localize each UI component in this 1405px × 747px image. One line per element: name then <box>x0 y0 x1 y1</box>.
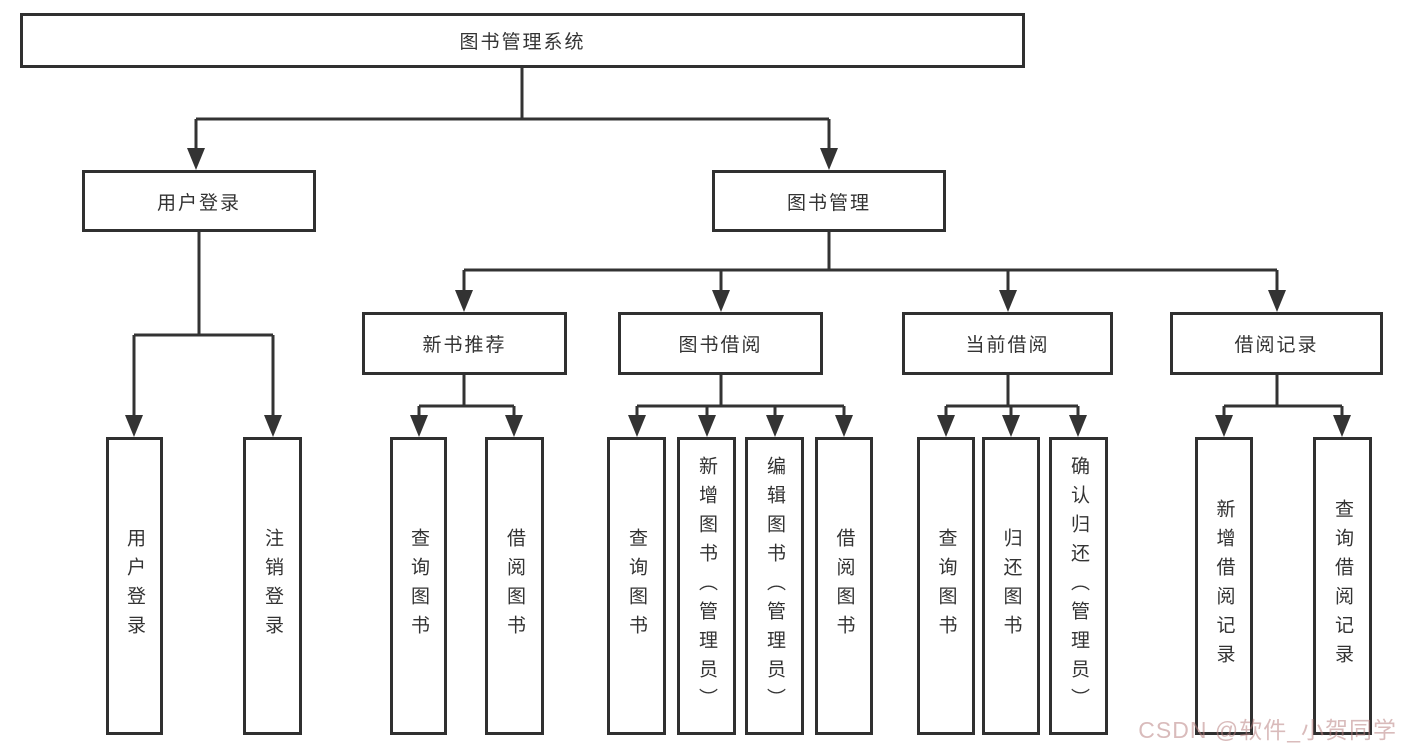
node-label: 查询图书 <box>626 528 647 644</box>
node-label: 用户登录 <box>156 192 241 214</box>
leaf-edit-books-admin: 编辑图书（管理员） <box>745 437 804 735</box>
node-label: 用户登录 <box>124 528 145 644</box>
leaf-query-books-rec: 查询图书 <box>390 437 447 735</box>
node-label: 归还图书 <box>1000 528 1022 644</box>
connector-current-to-leaves <box>944 375 1080 420</box>
node-label: 编辑图书（管理员） <box>764 455 785 717</box>
leaf-query-books-borrow: 查询图书 <box>607 437 666 735</box>
connector-records-to-leaves <box>1222 375 1344 420</box>
node-borrowing-records: 借阅记录 <box>1170 312 1383 375</box>
node-library-management-system: 图书管理系统 <box>20 13 1025 68</box>
node-label: 借阅记录 <box>1234 335 1319 356</box>
node-label: 注销登录 <box>262 528 283 644</box>
node-label: 查询图书 <box>408 528 429 644</box>
node-label: 确认归还（管理员） <box>1068 455 1089 717</box>
leaf-logout: 注销登录 <box>243 437 302 735</box>
node-label: 新增图书（管理员） <box>696 455 717 717</box>
connector-rec-to-leaves <box>417 375 516 420</box>
leaf-user-login: 用户登录 <box>106 437 163 735</box>
leaf-query-borrow-record: 查询借阅记录 <box>1313 437 1372 735</box>
node-label: 当前借阅 <box>965 335 1050 356</box>
node-new-book-recommendation: 新书推荐 <box>362 312 567 375</box>
connector-borrow-to-leaves <box>635 375 846 420</box>
leaf-borrow-books: 借阅图书 <box>815 437 873 735</box>
node-label: 借阅图书 <box>833 528 855 644</box>
leaf-borrow-books-rec: 借阅图书 <box>485 437 544 735</box>
leaf-return-books: 归还图书 <box>982 437 1040 735</box>
node-label: 图书借阅 <box>678 335 763 356</box>
connector-mgmt-to-level3 <box>462 232 1279 294</box>
leaf-add-books-admin: 新增图书（管理员） <box>677 437 736 735</box>
node-label: 查询图书 <box>935 528 957 644</box>
arrow-down-icons <box>125 148 1351 437</box>
node-label: 图书管理 <box>786 192 871 214</box>
connector-login-to-leaves <box>132 232 275 418</box>
leaf-confirm-return-admin: 确认归还（管理员） <box>1049 437 1108 735</box>
node-label: 借阅图书 <box>504 528 525 644</box>
connector-root-to-level2 <box>194 68 831 150</box>
leaf-query-books-current: 查询图书 <box>917 437 975 735</box>
node-book-borrowing: 图书借阅 <box>618 312 823 375</box>
node-label: 图书管理系统 <box>459 32 586 53</box>
node-label: 查询借阅记录 <box>1332 499 1353 673</box>
leaf-add-borrow-record: 新增借阅记录 <box>1195 437 1253 735</box>
node-book-management: 图书管理 <box>712 170 946 232</box>
node-current-borrowing: 当前借阅 <box>902 312 1113 375</box>
node-user-login: 用户登录 <box>82 170 316 232</box>
node-label: 新增借阅记录 <box>1213 499 1235 673</box>
node-label: 新书推荐 <box>422 335 507 356</box>
